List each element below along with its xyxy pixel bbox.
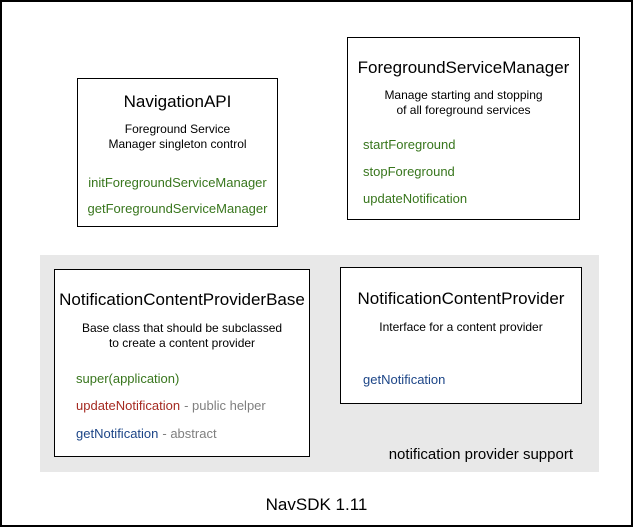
method-super-application: super(application) [76, 371, 180, 386]
foreground-service-manager-title: ForegroundServiceManager [357, 58, 570, 77]
method-name: updateNotification [76, 398, 181, 413]
navigation-api-title: NavigationAPI [123, 92, 232, 111]
navigation-api-box: NavigationAPI Foreground Service Manager… [77, 78, 278, 227]
method-get-notification: getNotification- abstract [76, 426, 217, 441]
method-stop-foreground: stopForeground [363, 164, 455, 179]
description-line: Manage starting and stopping [384, 88, 543, 102]
method-start-foreground: startForeground [363, 137, 456, 152]
method-get-notification: getNotification [363, 372, 446, 387]
notification-content-provider-title: NotificationContentProvider [357, 289, 565, 308]
method-get-foreground-service-manager: getForegroundServiceManager [87, 201, 268, 216]
description-line: Foreground Service [124, 122, 231, 136]
foreground-service-manager-description: Manage starting and stopping of all fore… [348, 88, 579, 118]
panel-label: notification provider support [388, 446, 573, 463]
description-line: to create a content provider [108, 336, 256, 350]
method-update-notification: updateNotification [363, 191, 468, 206]
method-note: - abstract [162, 426, 217, 441]
notification-content-provider-box: NotificationContentProvider Interface fo… [340, 267, 582, 404]
notification-content-provider-description: Interface for a content provider [341, 320, 581, 335]
foreground-service-manager-box: ForegroundServiceManager Manage starting… [347, 37, 580, 220]
method-name: getNotification [76, 426, 159, 441]
notification-content-provider-base-title: NotificationContentProviderBase [59, 290, 305, 309]
method-update-notification: updateNotification- public helper [76, 398, 266, 413]
description-line: Base class that should be subclassed [81, 321, 283, 335]
notification-content-provider-base-box: NotificationContentProviderBase Base cla… [54, 269, 310, 457]
method-note: - public helper [184, 398, 266, 413]
description-line: Manager singleton control [108, 137, 247, 151]
diagram-caption: NavSDK 1.11 [265, 495, 368, 514]
method-init-foreground-service-manager: initForegroundServiceManager [88, 175, 267, 190]
navigation-api-description: Foreground Service Manager singleton con… [78, 122, 277, 152]
description-line: of all foreground services [396, 103, 531, 117]
description-line: Interface for a content provider [379, 320, 543, 334]
notification-content-provider-base-description: Base class that should be subclassed to … [55, 321, 309, 351]
